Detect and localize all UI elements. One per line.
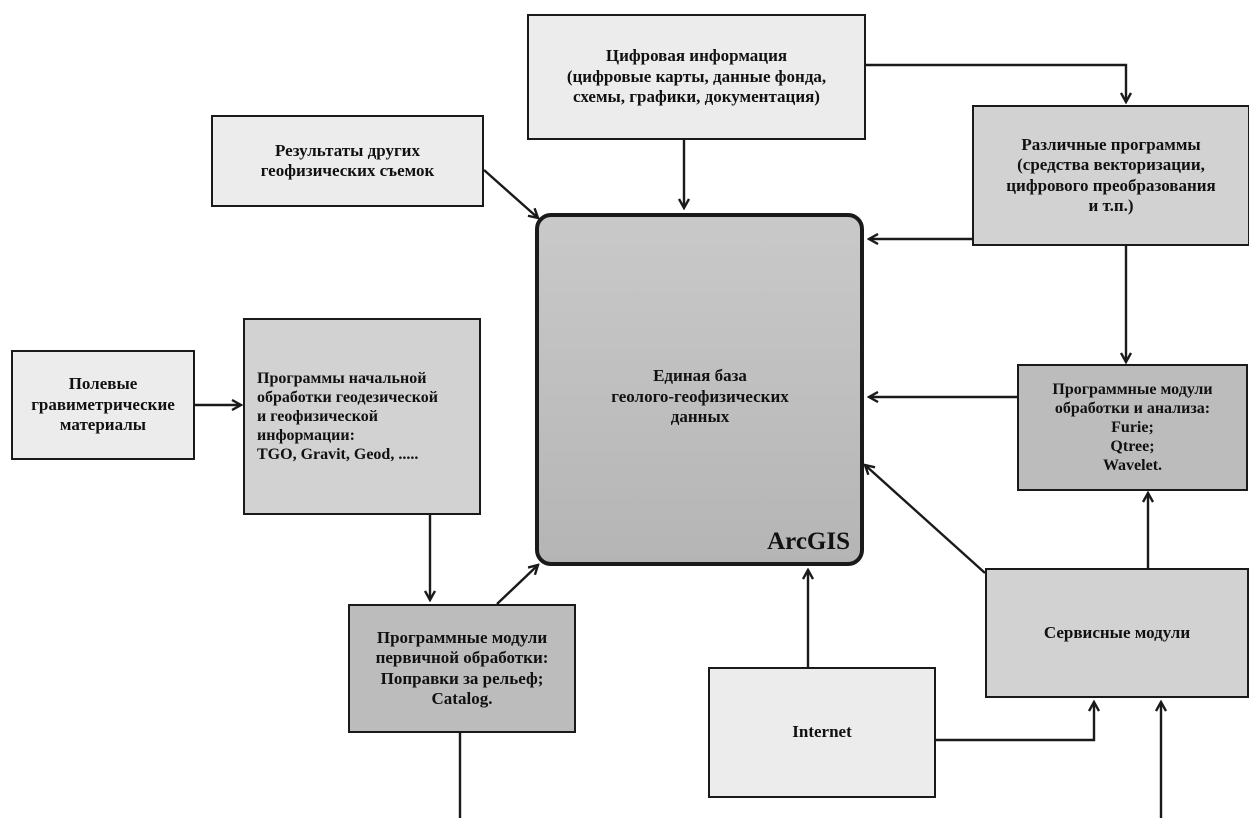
arrow-digital-to-programs [865, 63, 1126, 102]
node-service-modules: Сервисные модули [985, 568, 1249, 698]
node-internet: Internet [708, 667, 936, 798]
database-label: Единая база геолого-геофизических данных [611, 366, 789, 427]
node-initial-processing-label: Программы начальной обработки геодезичес… [257, 369, 438, 464]
node-primary-modules: Программные модули первичной обработки: … [348, 604, 576, 733]
node-various-programs: Различные программы (средства векторизац… [972, 105, 1249, 246]
node-other-surveys: Результаты других геофизических съемок [211, 115, 484, 207]
arrow-service-to-arcgis [865, 465, 986, 574]
arcgis-container: ArcGIS [535, 213, 864, 566]
node-primary-modules-label: Программные модули первичной обработки: … [375, 627, 549, 708]
node-internet-label: Internet [792, 722, 852, 742]
node-service-modules-label: Сервисные модули [1043, 622, 1191, 642]
node-digital-info: Цифровая информация (цифровые карты, дан… [527, 14, 866, 140]
arcgis-label: ArcGIS [767, 528, 850, 555]
node-various-programs-label: Различные программы (средства векторизац… [1006, 134, 1216, 215]
node-field-gravity-label: Полевые гравиметрические материалы [31, 374, 175, 435]
node-field-gravity: Полевые гравиметрические материалы [11, 350, 195, 460]
arrow-internet-to-service [936, 702, 1094, 742]
arrow-primary-to-arcgis [496, 565, 538, 605]
node-analysis-modules-label: Программные модули обработки и анализа: … [1052, 380, 1213, 475]
node-initial-processing: Программы начальной обработки геодезичес… [243, 318, 481, 515]
node-other-surveys-label: Результаты других геофизических съемок [260, 140, 435, 180]
arrow-surveys-to-arcgis [483, 169, 538, 218]
node-digital-info-label: Цифровая информация (цифровые карты, дан… [566, 46, 827, 107]
node-analysis-modules: Программные модули обработки и анализа: … [1017, 364, 1248, 491]
